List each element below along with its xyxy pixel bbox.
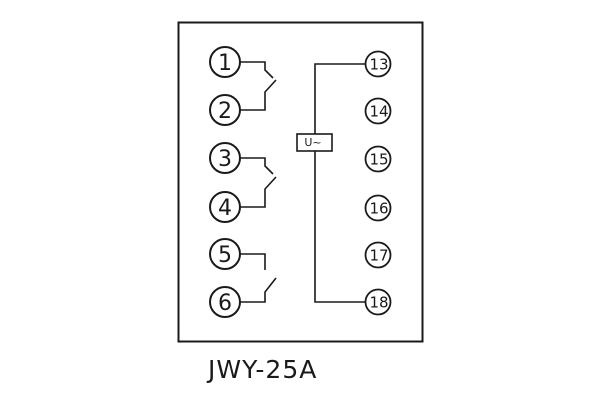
terminal-17: 17 — [364, 241, 392, 269]
terminal-6-label: 6 — [218, 291, 232, 316]
terminal-15-label: 15 — [369, 151, 388, 169]
contact-3-4 — [240, 157, 277, 208]
contact-1-2 — [240, 61, 277, 111]
contact-5-6 — [240, 253, 277, 303]
terminal-17-label: 17 — [369, 247, 388, 265]
terminal-5-label: 5 — [218, 243, 232, 268]
terminal-14-label: 14 — [369, 103, 388, 121]
terminal-4-label: 4 — [218, 196, 232, 221]
relay-housing-frame — [177, 21, 424, 343]
terminal-6: 6 — [209, 286, 241, 318]
terminal-3-label: 3 — [218, 147, 232, 172]
terminal-2-label: 2 — [218, 99, 232, 124]
terminal-5: 5 — [209, 238, 241, 270]
terminal-4: 4 — [209, 191, 241, 223]
terminal-3: 3 — [209, 142, 241, 174]
coil-wiring — [314, 63, 366, 303]
terminal-13: 13 — [364, 50, 392, 78]
terminal-13-label: 13 — [369, 56, 388, 74]
coil-symbol: U~ — [296, 133, 333, 152]
terminal-16-label: 16 — [369, 200, 388, 218]
model-label: JWY-25A — [208, 355, 318, 384]
terminal-15: 15 — [364, 145, 392, 173]
terminal-14: 14 — [364, 97, 392, 125]
terminal-1-label: 1 — [218, 51, 232, 76]
terminal-1: 1 — [209, 46, 241, 78]
terminal-18-label: 18 — [369, 294, 388, 312]
terminal-2: 2 — [209, 94, 241, 126]
coil-label: U~ — [304, 136, 321, 149]
terminal-18: 18 — [364, 288, 392, 316]
terminal-16: 16 — [364, 194, 392, 222]
